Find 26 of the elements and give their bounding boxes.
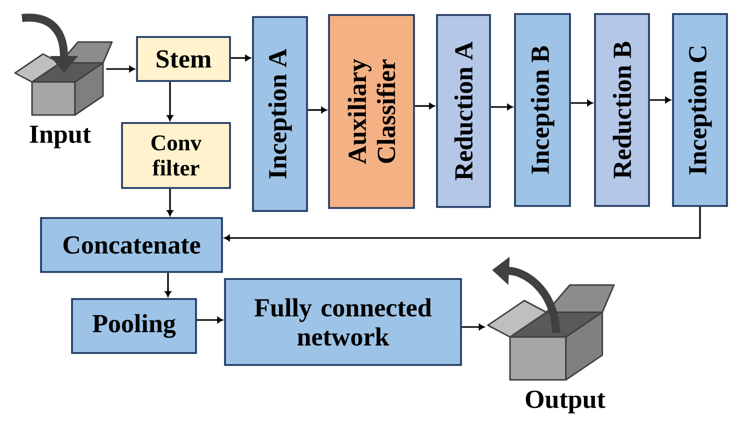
arrow [650, 96, 671, 104]
process-box: Reduction A [436, 14, 491, 208]
process-box: Pooling [71, 298, 197, 354]
box-caption: Input [30, 126, 91, 148]
process-box: Inception A [252, 16, 308, 212]
process-box: Conv filter [121, 122, 231, 189]
arrow [166, 188, 174, 216]
process-box: Inception B [514, 13, 571, 207]
process-box: Inception C [672, 13, 728, 207]
arrow [196, 316, 223, 324]
arrow [490, 104, 513, 110]
arrow [570, 100, 593, 106]
process-box: Fully connected network [224, 278, 462, 366]
process-box: Stem [136, 36, 231, 82]
arrow [224, 206, 701, 242]
arrow [164, 272, 172, 297]
arrow [414, 102, 435, 110]
arrow [106, 66, 135, 72]
box-caption: Output [526, 390, 606, 414]
arrow [166, 82, 174, 121]
process-box: Concatenate [40, 217, 223, 273]
arrow [308, 106, 327, 114]
arrow [230, 54, 251, 62]
process-box: Reduction B [594, 13, 650, 207]
arrow [462, 324, 485, 330]
process-box: Auxiliary Classifier [328, 14, 415, 209]
